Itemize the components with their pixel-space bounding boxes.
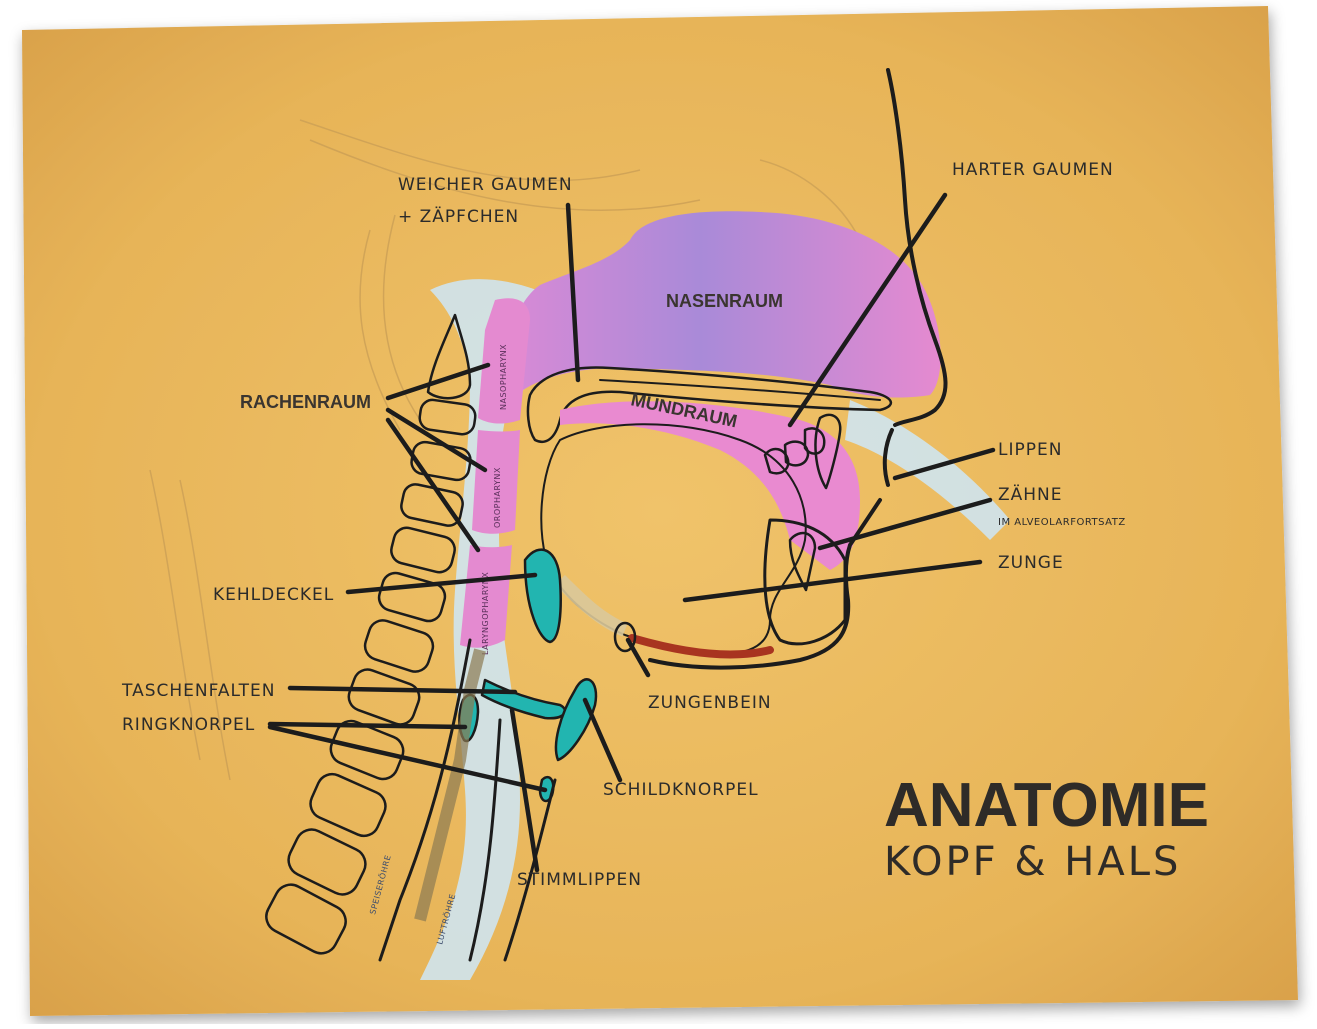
lippen-label: LIPPEN bbox=[998, 440, 1062, 460]
zunge-label: ZUNGE bbox=[998, 553, 1064, 573]
rachenraum-label: RACHENRAUM bbox=[240, 392, 371, 412]
title: ANATOMIE bbox=[884, 771, 1209, 840]
nasal-cavity bbox=[505, 211, 941, 398]
nasopharynx-label: NASOPHARYNX bbox=[499, 344, 508, 410]
zaehne-label: ZÄHNE bbox=[998, 484, 1063, 505]
schildknorpel-label: SCHILDKNORPEL bbox=[603, 780, 759, 800]
zaepfchen-label: + ZÄPFCHEN bbox=[398, 206, 519, 227]
oropharynx-label: OROPHARYNX bbox=[493, 467, 502, 528]
laryngopharynx-label: LARYNGOPHARYNX bbox=[481, 572, 490, 655]
teeth bbox=[763, 413, 842, 592]
stimmlippen-label: STIMMLIPPEN bbox=[517, 870, 642, 890]
weicher-gaumen-label: WEICHER GAUMEN bbox=[398, 175, 573, 195]
pharynx-column: NASOPHARYNX OROPHARYNX LARYNGOPHARYNX bbox=[460, 298, 530, 655]
labels: WEICHER GAUMEN + ZÄPFCHEN HARTER GAUMEN … bbox=[121, 160, 1126, 890]
ringknorpel-label: RINGKNORPEL bbox=[122, 715, 255, 735]
subtitle: KOPF & HALS bbox=[884, 839, 1181, 885]
kehldeckel-label: KEHLDECKEL bbox=[213, 585, 334, 605]
hyoid-area bbox=[555, 575, 637, 653]
sketch-lines bbox=[149, 119, 861, 781]
taschenfalten-label: TASCHENFALTEN bbox=[121, 681, 275, 701]
spine bbox=[265, 313, 477, 955]
harter-gaumen-label: HARTER GAUMEN bbox=[952, 160, 1114, 180]
alveolarfortsatz-label: IM ALVEOLARFORTSATZ bbox=[998, 517, 1126, 528]
zungenbein-label: ZUNGENBEIN bbox=[648, 693, 772, 713]
poster-title: ANATOMIE KOPF & HALS bbox=[884, 771, 1209, 885]
leader-lines bbox=[267, 192, 996, 873]
nasenraum-label: NASENRAUM bbox=[666, 291, 783, 311]
palate bbox=[526, 366, 893, 444]
